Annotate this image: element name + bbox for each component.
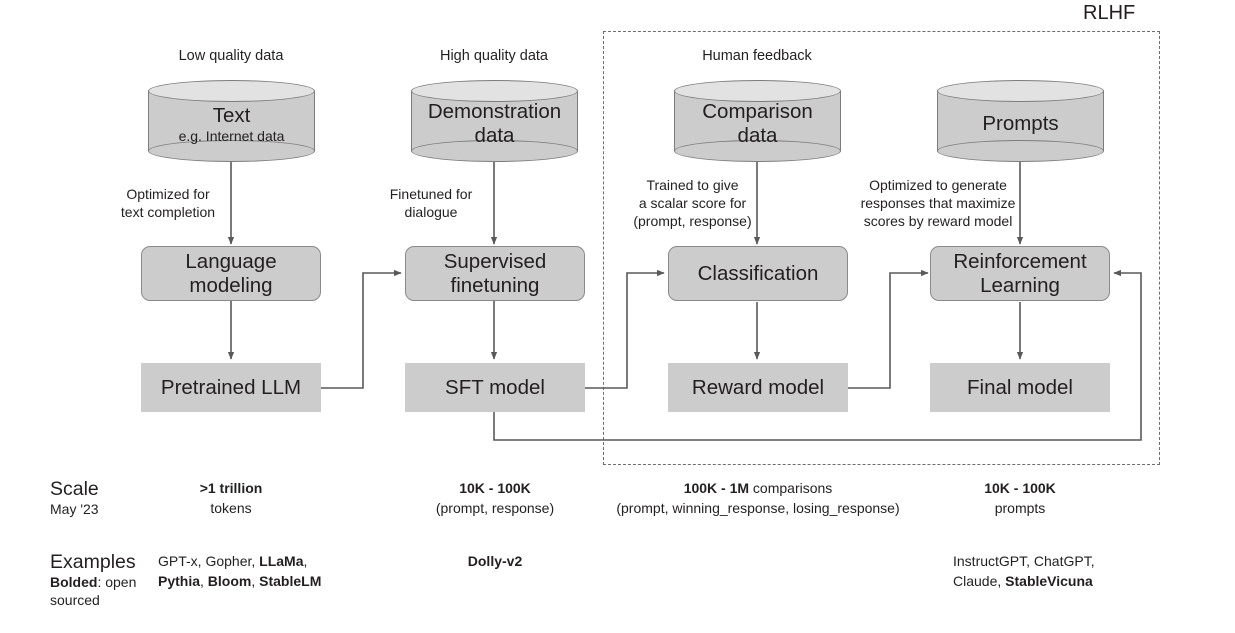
cylinder-bottom	[411, 140, 578, 162]
edge-caption-reward: Trained to give a scalar score for (prom…	[633, 177, 752, 229]
examples-note-rest: : open	[97, 574, 137, 591]
cylinder-label: Demonstration data	[411, 80, 578, 162]
scale-row-heading: Scale May '23	[50, 477, 99, 519]
artifact-reward-model: Reward model	[668, 363, 848, 412]
dataset-cylinder-prompts: Prompts	[937, 80, 1104, 162]
examples-heading-text: Examples	[50, 551, 136, 573]
scale-main-value: 10K - 100K	[459, 480, 531, 496]
process-classification: Classification	[668, 246, 848, 301]
examples-note-line1: Bolded: open	[50, 574, 136, 592]
dataset-cylinder-text: Text e.g. Internet data	[148, 80, 315, 162]
scale-cell-reward: 100K - 1M comparisons (prompt, winning_r…	[593, 479, 923, 519]
dataset-cylinder-demonstration: Demonstration data	[411, 80, 578, 162]
scale-sub-value: tokens	[210, 499, 252, 516]
col-pretraining-top-label: Low quality data	[178, 48, 284, 64]
edge-caption-sft: Finetuned for dialogue	[389, 186, 473, 220]
artifact-pretrained-llm: Pretrained LLM	[141, 363, 321, 412]
rlhf-group-box	[603, 31, 1160, 465]
artifact-sft-model: SFT model	[405, 363, 585, 412]
examples-cell-rl: InstructGPT, ChatGPT,Claude, StableVicun…	[953, 553, 1095, 589]
scale-main-value: 100K - 1M	[683, 480, 750, 496]
cylinder-top	[937, 80, 1104, 102]
scale-main-value: >1 trillion	[199, 480, 263, 496]
dataset-title: Demonstration data	[427, 100, 562, 147]
col-sft-top-label: High quality data	[439, 48, 548, 64]
examples-note-line2: sourced	[50, 591, 100, 608]
examples-row-heading: Examples Bolded: open sourced	[50, 550, 136, 609]
cylinder-top	[411, 80, 578, 102]
scale-subheading-text: May '23	[50, 501, 99, 518]
examples-cell-sft: Dolly-v2	[405, 552, 585, 572]
cylinder-bottom	[674, 140, 841, 162]
cylinder-top	[148, 80, 315, 102]
dataset-subtitle: e.g. Internet data	[178, 128, 285, 145]
dataset-title: Prompts	[982, 112, 1059, 136]
dataset-cylinder-comparison: Comparison data	[674, 80, 841, 162]
cylinder-top	[674, 80, 841, 102]
cylinder-label: Text e.g. Internet data	[148, 80, 315, 162]
process-reinforcement-learning: Reinforcement Learning	[930, 246, 1110, 301]
scale-main-tail: comparisons	[749, 480, 833, 496]
scale-heading-text: Scale	[50, 478, 99, 500]
examples-value: Dolly-v2	[467, 553, 523, 569]
examples-note-bold: Bolded	[50, 574, 98, 591]
scale-cell-rl: 10K - 100K prompts	[930, 479, 1110, 519]
cylinder-bottom	[937, 140, 1104, 162]
col-reward-top-label: Human feedback	[702, 48, 812, 64]
rlhf-group-label: RLHF	[1083, 2, 1136, 24]
scale-sub-value: prompts	[994, 499, 1046, 516]
cylinder-bottom	[148, 140, 315, 162]
scale-cell-sft: 10K - 100K (prompt, response)	[405, 479, 585, 519]
process-language-modeling: Language modeling	[141, 246, 321, 301]
cylinder-label: Prompts	[937, 80, 1104, 162]
cylinder-label: Comparison data	[674, 80, 841, 162]
dataset-title: Text	[212, 103, 251, 127]
artifact-final-model: Final model	[930, 363, 1110, 412]
edge-caption-pretraining: Optimized for text completion	[120, 186, 216, 220]
scale-sub-value: (prompt, winning_response, losing_respon…	[616, 499, 900, 516]
process-supervised-finetuning: Supervised finetuning	[405, 246, 585, 301]
edge-caption-rl: Optimized to generate responses that max…	[860, 177, 1016, 229]
scale-cell-pretraining: >1 trillion tokens	[141, 479, 321, 519]
scale-sub-value: (prompt, response)	[435, 499, 555, 516]
examples-cell-pretraining: GPT-x, Gopher, LLaMa,Pythia, Bloom, Stab…	[158, 553, 322, 589]
scale-main-value: 10K - 100K	[984, 480, 1056, 496]
dataset-title: Comparison data	[702, 100, 813, 147]
